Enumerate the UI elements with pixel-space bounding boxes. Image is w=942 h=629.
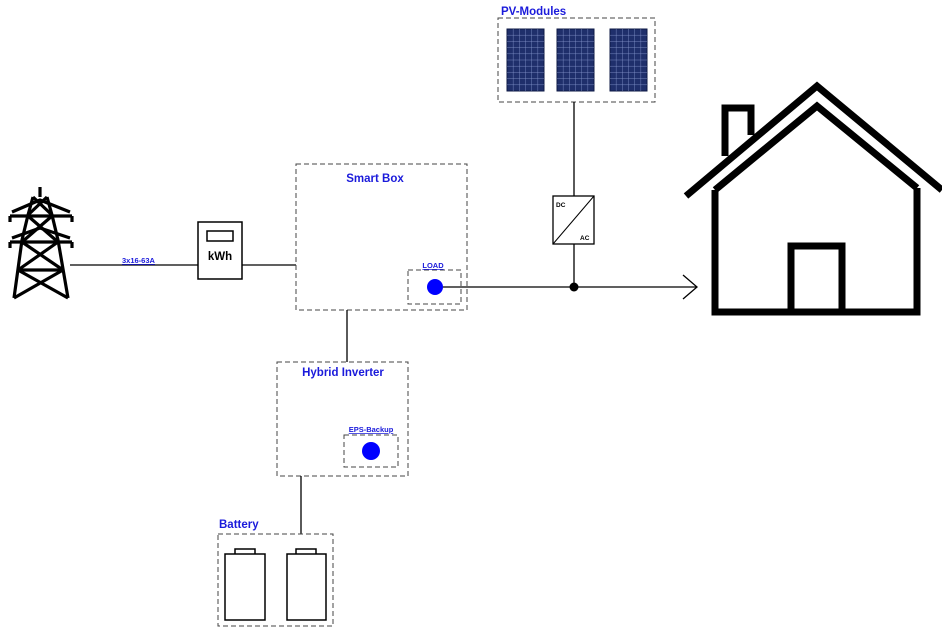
hybrid-inverter-title: Hybrid Inverter <box>302 367 384 379</box>
battery-box <box>217 533 334 627</box>
smart-box-title: Smart Box <box>346 173 404 185</box>
converter-dc-label: DC <box>556 202 566 209</box>
converter-ac-label: AC <box>580 235 590 242</box>
pv-modules-title: PV-Modules <box>501 6 566 18</box>
solar-panel-icon <box>506 28 648 92</box>
load-port-box <box>407 269 462 305</box>
dc-ac-converter-icon <box>552 195 595 245</box>
eps-backup-port <box>362 442 380 460</box>
load-arrow-head <box>682 274 698 300</box>
eps-backup-label: EPS-Backup <box>349 425 394 434</box>
load-port <box>427 279 443 295</box>
hybrid-inverter-box <box>276 361 409 477</box>
load-label: LOAD <box>422 261 444 270</box>
grid-cable-label: 3x16-63A <box>122 256 156 265</box>
pv-modules-box <box>497 17 656 103</box>
smart-box <box>295 163 468 311</box>
eps-backup-box <box>343 434 399 468</box>
energy-meter-icon <box>197 221 243 280</box>
battery-title: Battery <box>219 519 259 531</box>
meter-label: kWh <box>208 251 232 263</box>
battery-icon <box>224 548 327 621</box>
house-icon <box>683 81 942 316</box>
transmission-tower-icon <box>8 187 74 300</box>
